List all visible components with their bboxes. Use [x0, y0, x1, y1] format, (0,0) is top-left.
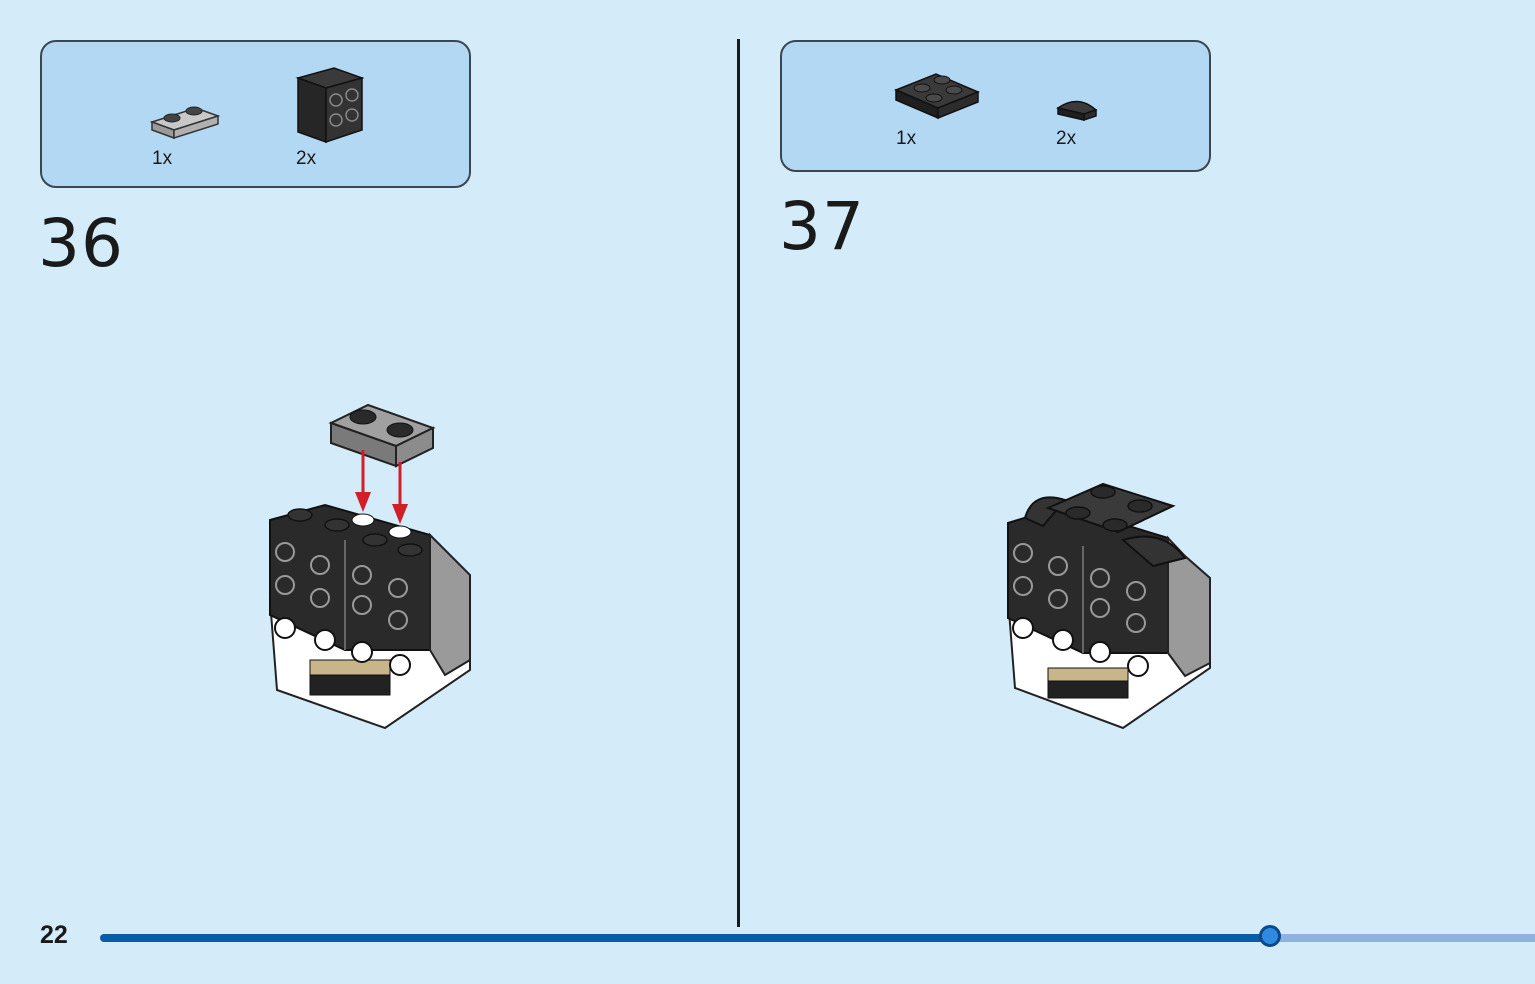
step-number: 36: [38, 205, 124, 282]
progress-bar: [100, 925, 1535, 947]
black-2x2-brick-with-side-studs-icon: [294, 64, 364, 144]
black-2x2-plate-icon: [894, 66, 980, 122]
progress-track-remaining: [1272, 934, 1535, 942]
black-quarter-round-tile-icon: [1054, 98, 1100, 124]
part-quantity: 1x: [896, 128, 917, 149]
light-gray-1x2-plate-icon: [150, 94, 220, 144]
step-number: 37: [779, 188, 865, 265]
part-quantity: 2x: [296, 148, 317, 169]
progress-fill: [100, 934, 1272, 942]
progress-marker: [1259, 925, 1281, 947]
part-quantity: 1x: [152, 148, 173, 169]
page-divider: [737, 39, 740, 927]
parts-callout-step-36: 1x 2x: [40, 40, 471, 188]
step-36-model-illustration: [265, 400, 475, 740]
page-number: 22: [40, 921, 68, 949]
part-quantity: 2x: [1056, 128, 1077, 149]
step-37-model-illustration: [1003, 478, 1215, 738]
parts-callout-step-37: 1x 2x: [780, 40, 1211, 172]
